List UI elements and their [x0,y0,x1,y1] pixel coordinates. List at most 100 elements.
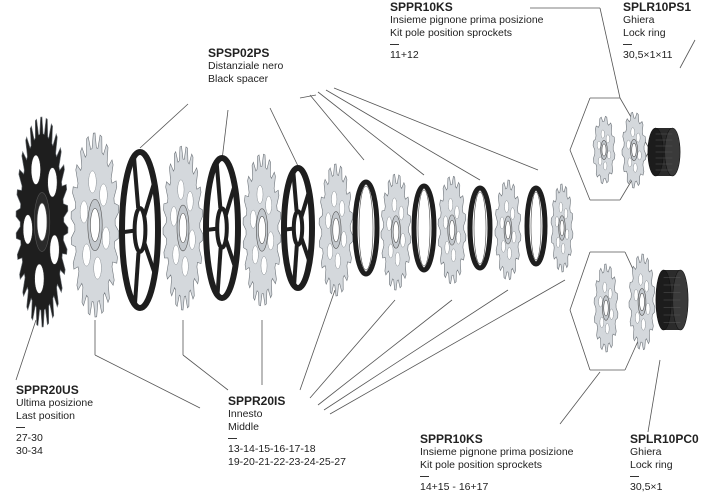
spoke-cutout [22,214,33,245]
part-code: SPLR10PS1 [623,0,692,14]
leader-line [94,354,201,409]
hub-bore [36,202,48,242]
spoke-cutout [504,200,509,213]
leader-line [569,149,591,201]
spoke-cutout [626,139,631,150]
leader-line [323,289,509,411]
hub-bore [601,143,607,157]
spacer-ring [467,185,493,271]
spacer-inner-edge [417,189,431,267]
leader-line [559,371,601,425]
spoke-cutout [334,252,341,270]
spoke-cutout [327,243,333,260]
spoke-cutout [394,251,401,267]
spoke-cutout [267,231,275,251]
spoke-cutout [455,230,461,245]
spoke-cutout [88,170,97,194]
leader-line [333,87,539,171]
spoke-cutout [186,191,194,212]
divider [623,44,632,45]
label-splr10ps1: SPLR10PS1 Ghiera Lock ring 30,5×1×11 [623,0,691,62]
label-splr10pc0: SPLR10PC0 Ghiera Lock ring 30,5×1 [630,432,699,494]
part-size-2: 30-34 [16,445,43,457]
divider [390,44,399,45]
spoke-cutout [177,179,185,200]
sprocket-middle [550,183,574,273]
sprocket-kit-14-15 [593,263,619,353]
spoke-cutout [256,185,264,204]
part-code: SPPR20IS [228,394,286,408]
spacer-arm [142,242,157,275]
sprocket-middle [437,175,467,285]
spacer-arm [224,239,238,269]
spoke-cutout [636,132,641,143]
sprocket-middle [70,132,120,318]
black-spacer [281,165,315,291]
part-name-en: Lock ring [630,459,673,471]
part-code: SPPR10KS [390,0,453,14]
divider [630,476,639,477]
part-size-2: 19-20-21-22-23-24-25-27 [228,456,346,468]
leader-line [599,7,621,99]
spoke-cutout [82,243,91,267]
part-code: SPPR20US [16,383,79,397]
label-sppr10ks-bottom: SPPR10KS Insieme pignone prima posizione… [420,432,574,494]
label-sppr20is: SPPR20IS Innesto Middle 13-14-15-16-17-1… [228,394,346,469]
sprocket-middle [318,163,354,297]
spacer-hub [215,206,229,250]
spacer-arm [214,161,223,209]
divider [228,438,237,439]
leader-line [269,107,299,167]
spoke-cutout [398,205,404,221]
hub-bore [603,299,609,317]
spoke-cutout [598,156,603,166]
hub-bore [258,216,266,244]
label-spsp02ps: SPSP02PS Distanziale nero Black spacer [208,46,283,86]
leader-line [329,279,566,415]
sprocket-kit-11 [592,115,616,185]
black-spacer [352,179,380,277]
leader-line [569,251,591,311]
spacer-arm [292,245,299,286]
sprocket-kit-16-17 [628,253,656,351]
black-spacer [203,155,241,301]
spacer-inner-edge [530,191,542,261]
divider [16,427,25,428]
leader-line [309,94,365,161]
leader-line [569,309,591,371]
spoke-cutout [565,228,570,240]
part-name-en: Kit pole position sprockets [390,27,512,39]
leader-line [569,97,591,151]
spacer-ring [352,179,380,277]
spoke-cutout [561,243,566,255]
spacer-hub [291,209,305,247]
spoke-cutout [249,209,257,229]
spoke-cutout [633,289,639,302]
spoke-cutout [599,316,604,328]
hub-bore [505,220,511,240]
divider [420,476,429,477]
part-name-it: Insieme pignone prima posizione [390,14,544,26]
spoke-cutout [101,226,111,250]
spoke-cutout [627,157,632,168]
hub-bore [392,221,400,243]
spoke-cutout [386,216,392,231]
spacer-arm [299,237,312,263]
part-name-it: Ultima posizione [16,397,94,409]
lockring-splr10pc0 [655,269,689,331]
spoke-cutout [260,256,268,275]
part-name-it: Ghiera [630,446,662,458]
spacer-hub [132,206,148,254]
part-sizes: 30,5×1 [630,481,663,493]
spoke-cutout [391,197,398,213]
spoke-cutout [510,207,515,220]
spacer-ring [411,183,437,273]
spacer-inner-edge [473,191,487,265]
spoke-cutout [556,236,561,248]
spoke-cutout [558,201,563,213]
spoke-cutout [99,183,108,207]
leader-lines [15,7,696,433]
spoke-cutout [600,129,605,139]
spoke-cutout [49,234,60,265]
